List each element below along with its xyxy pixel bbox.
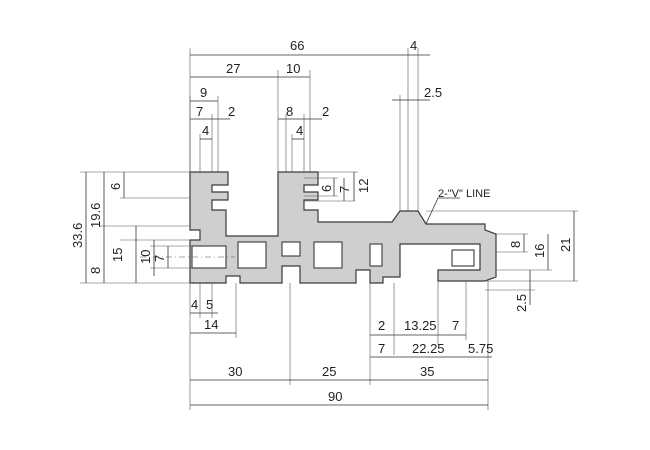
dim-33-6: 33.6 [70,223,85,248]
dim-7-vert: 7 [152,255,167,262]
dim-2-5-right: 2.5 [514,294,529,312]
profile-cavity-2 [313,241,343,269]
dim-8-mid: 8 [286,104,293,119]
dim-5-75: 5.75 [468,341,493,356]
dim-4-top: 4 [410,38,417,53]
bottom-dimensions: 4 5 14 2 13.25 7 7 22.25 5.75 30 25 35 9… [189,281,493,410]
dim-15: 15 [110,248,125,262]
dim-14: 14 [204,317,218,332]
dim-6-slot: 6 [319,185,334,192]
dim-10-left: 10 [138,250,153,264]
dim-2-bot: 2 [378,318,385,333]
dim-10-top: 10 [286,61,300,76]
dim-4-mid: 4 [296,123,303,138]
dim-12-slot: 12 [356,179,371,193]
dim-4-bot: 4 [191,297,198,312]
dim-19-6: 19.6 [88,203,103,228]
dim-8-right: 8 [508,241,523,248]
dim-30: 30 [228,364,242,379]
dim-2-mid: 2 [322,104,329,119]
dim-16: 16 [532,244,547,258]
profile-slot-right [451,249,475,267]
dim-27: 27 [226,61,240,76]
dim-22-25: 22.25 [412,341,445,356]
dim-8-left: 8 [88,267,103,274]
left-dimensions: 33.6 19.6 6 15 10 7 8 [70,171,192,284]
dim-2-left: 2 [228,104,235,119]
dim-25: 25 [322,364,336,379]
v-line-note: 2-"V" LINE [425,188,490,225]
dim-2-5-top: 2.5 [424,85,442,100]
right-dimensions: 8 16 21 2.5 [426,210,578,312]
profile-cavity-3 [281,241,301,257]
dim-7-bot-2: 7 [378,341,385,356]
top-dimensions: 66 4 27 10 2.5 9 7 2 4 [189,38,442,211]
dim-9: 9 [200,85,207,100]
dim-7-bot-1: 7 [452,318,459,333]
dim-66: 66 [290,38,304,53]
dim-6-left: 6 [108,183,123,190]
dim-90: 90 [328,389,342,404]
dim-21: 21 [558,238,573,252]
dim-5-bot: 5 [206,297,213,312]
dim-13-25: 13.25 [404,318,437,333]
dim-35: 35 [420,364,434,379]
dim-7-slot: 7 [337,186,352,193]
profile-slot-mid [369,243,383,267]
v-line-label: 2-"V" LINE [438,188,490,200]
dim-4-left: 4 [202,123,209,138]
slot-dimensions: 6 7 12 [304,171,371,202]
dim-7-left: 7 [196,104,203,119]
profile-cavity-1 [237,241,267,269]
